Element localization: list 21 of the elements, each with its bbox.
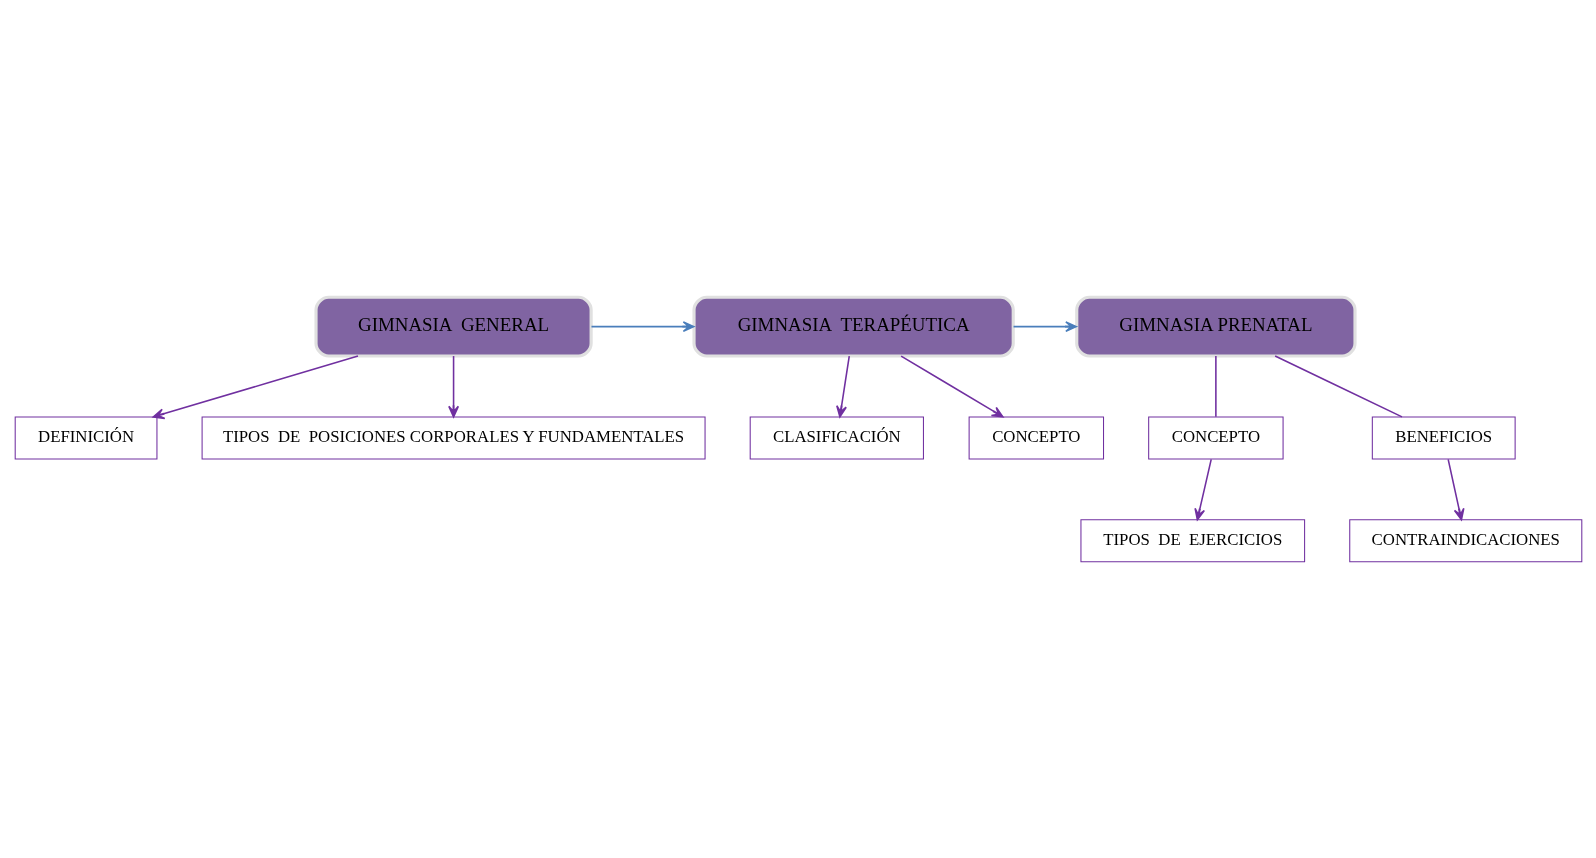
node-box: DEFINICIÓN (14, 415, 157, 459)
node-box: GIMNASIA PRENATAL (1074, 295, 1357, 358)
arrow (590, 320, 695, 332)
arrow (1193, 458, 1212, 520)
arrow (447, 354, 459, 418)
node-box: CONCEPTO (1147, 415, 1284, 459)
arrow (899, 354, 1004, 418)
node-box: CLASIFICACIÓN (749, 415, 924, 459)
node-box: GIMNASIA TERAPÉUTICA (691, 295, 1015, 358)
arrow (152, 354, 359, 419)
arrow (1012, 320, 1077, 332)
node-box: BENEFICIOS (1371, 415, 1516, 459)
node-box: CONCEPTO (968, 415, 1104, 459)
connector (1214, 354, 1217, 418)
node-box: GIMNASIA GENERAL (313, 295, 593, 358)
arrow (835, 354, 850, 418)
node-box: CONTRAINDICACIONES (1348, 518, 1582, 562)
connector (1273, 354, 1403, 418)
arrow (1446, 458, 1465, 520)
node-box: TIPOS DE EJERCICIOS (1079, 518, 1305, 562)
node-box: TIPOS DE POSICIONES CORPORALES Y FUNDAMENTALES (201, 415, 706, 459)
